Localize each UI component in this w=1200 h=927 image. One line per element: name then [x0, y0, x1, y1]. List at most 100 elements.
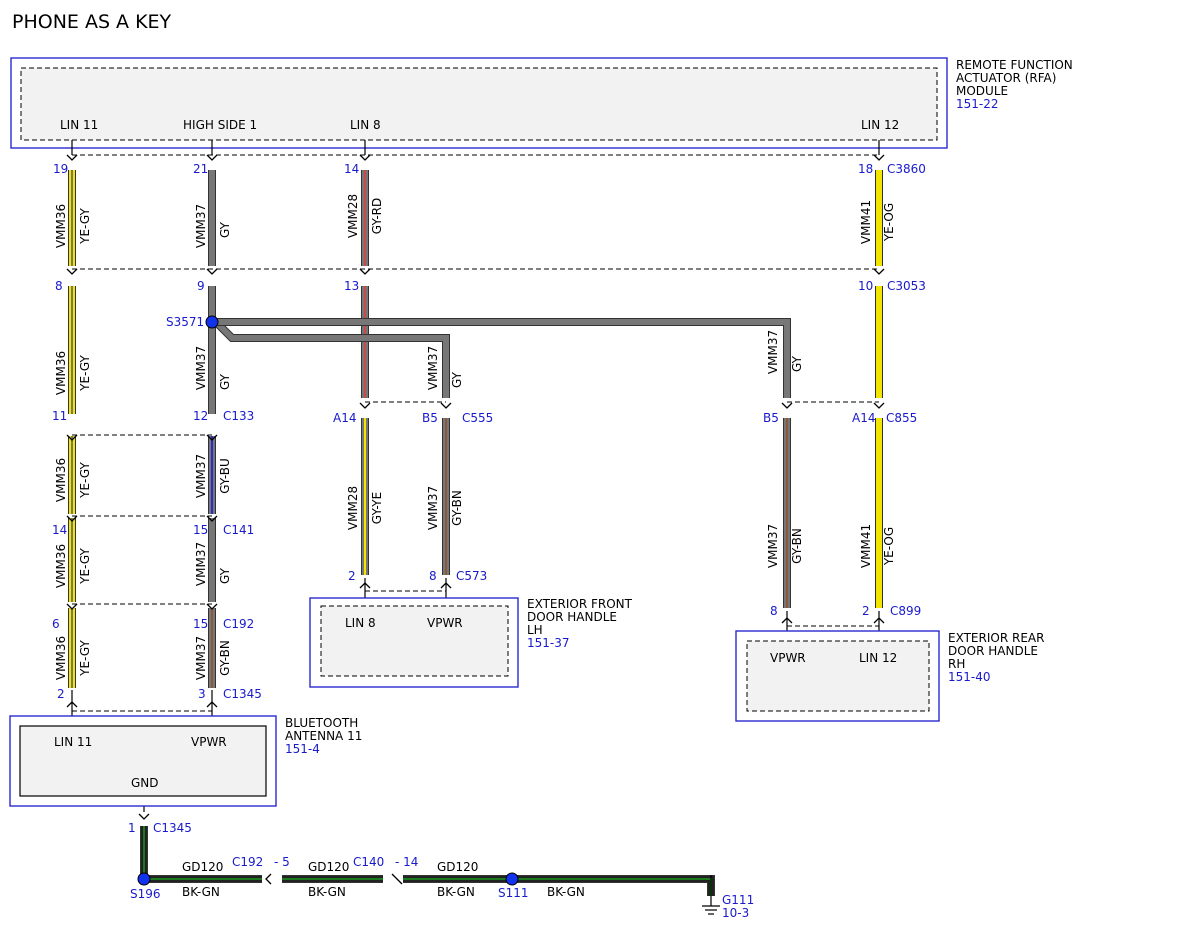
pin-number: 14 — [52, 523, 67, 537]
wire-color-label: GY — [218, 221, 232, 238]
rfa-pin-lin12: LIN 12 — [861, 118, 899, 132]
rfa-pin-high-side-1: HIGH SIDE 1 — [183, 118, 257, 132]
rfa-name-line1: REMOTE FUNCTION — [956, 58, 1073, 72]
connector-arrow-down — [206, 603, 218, 610]
rfa-name-line3: MODULE — [956, 84, 1008, 98]
wire-circuit-label: VMM37 — [766, 330, 780, 374]
pin-number: 11 — [52, 409, 67, 423]
pin-labels: 19 21 14 18 C3860 8 9 13 10 C3053 11 12 … — [52, 162, 926, 869]
connector-id: C141 — [223, 523, 254, 537]
rear-handle-pin-vpwr: VPWR — [770, 651, 806, 665]
connector-id: C899 — [890, 604, 921, 618]
rear-handle-name-line3: RH — [948, 657, 965, 671]
connector-arrow-up — [359, 582, 371, 589]
pin-number: - 5 — [274, 855, 290, 869]
connector-arrow-down — [206, 434, 218, 441]
splice-label-s3571: S3571 — [166, 315, 204, 329]
wire-circuit-label: VMM37 — [426, 346, 440, 390]
connector-id: C555 — [462, 411, 493, 425]
ground-wire-color: BK-GN — [182, 885, 220, 899]
connector-arrow-left — [265, 873, 272, 885]
wire-circuit-label: VMM36 — [54, 204, 68, 248]
splice-label-s111: S111 — [498, 886, 529, 900]
rfa-name-line2: ACTUATOR (RFA) — [956, 71, 1056, 85]
splice-dot-s111 — [505, 872, 519, 886]
wire-color-label: YE-GY — [78, 207, 92, 244]
connector-arrow-up — [66, 701, 78, 708]
connector-id: C573 — [456, 569, 487, 583]
connector-arrow-down — [138, 813, 150, 820]
bt-name-line2: ANTENNA 11 — [285, 729, 362, 743]
pin-number: A14 — [333, 411, 356, 425]
wire-color-label: YE-OG — [882, 203, 896, 242]
pin-number: B5 — [763, 411, 779, 425]
front-handle-name-line3: LH — [527, 623, 543, 637]
connector-arrow-down — [66, 603, 78, 610]
wire-color-label: YE-GY — [78, 461, 92, 498]
wire-vmm37-branch-front-outline — [213, 319, 450, 398]
wire-circuit-label: VMM28 — [346, 194, 360, 238]
bluetooth-antenna-module: LIN 11 VPWR GND BLUETOOTH ANTENNA 11 151… — [9, 715, 362, 807]
connector-arrow-down — [66, 434, 78, 441]
wire-color-label: GY — [218, 567, 232, 584]
connector-arrow-down — [440, 402, 452, 409]
rear-handle-ref: 151-40 — [948, 670, 991, 684]
bt-pin-gnd: GND — [131, 776, 159, 790]
wire-color-label: GY — [218, 373, 232, 390]
wire-color-label: YE-OG — [882, 527, 896, 566]
pin-number: 18 — [858, 162, 873, 176]
pin-number: 9 — [197, 279, 205, 293]
pin-number: 10 — [858, 279, 873, 293]
pin-number: 1 — [128, 821, 136, 835]
front-handle-name-line2: DOOR HANDLE — [527, 610, 617, 624]
connector-arrow-down — [66, 154, 78, 161]
wire-circuit-label: VMM36 — [54, 544, 68, 588]
splice-dot-s3571 — [205, 315, 219, 329]
splice-layer — [137, 315, 519, 886]
ground-wire-color: BK-GN — [437, 885, 475, 899]
ground-wire-color: BK-GN — [547, 885, 585, 899]
pin-number: 19 — [53, 162, 68, 176]
wire-vmm37-branch-rear — [216, 319, 790, 398]
pin-number: 15 — [193, 617, 208, 631]
wire-color-label: GY — [790, 355, 804, 372]
connector-arrow-down — [873, 154, 885, 161]
wire-color-label: GY-BN — [218, 640, 232, 676]
wire-color-label: YE-GY — [78, 639, 92, 676]
connector-id: C3860 — [887, 162, 926, 176]
wire-vmm37-branch-rear-outline — [216, 318, 791, 398]
connector-arrow-down — [359, 402, 371, 409]
connector-id: C855 — [886, 411, 917, 425]
bt-pin-vpwr: VPWR — [191, 735, 227, 749]
ground-ref: 10-3 — [722, 906, 749, 920]
wire-color-label: GY-YE — [370, 492, 384, 524]
rear-handle-name-line2: DOOR HANDLE — [948, 644, 1038, 658]
connector-arrow-down — [873, 402, 885, 409]
wire-color-label: YE-GY — [78, 547, 92, 584]
connector-arrow-up — [206, 701, 218, 708]
wire-color-label: GY-BN — [790, 528, 804, 564]
connector-id: C133 — [223, 409, 254, 423]
wire-color-label: GY-BU — [218, 458, 232, 494]
pin-number: 15 — [193, 523, 208, 537]
connector-arrow-right — [391, 873, 403, 885]
wire-circuit-label: VMM36 — [54, 458, 68, 502]
front-handle-name-line1: EXTERIOR FRONT — [527, 597, 633, 611]
wire-color-label: GY — [450, 371, 464, 388]
pin-number: 6 — [52, 617, 60, 631]
pin-number: B5 — [422, 411, 438, 425]
connector-arrow-down — [206, 268, 218, 275]
wire-circuit-label: VMM36 — [54, 636, 68, 680]
connector-id: C192 — [223, 617, 254, 631]
connector-arrow-down — [359, 154, 371, 161]
page-title: PHONE AS A KEY — [12, 11, 172, 33]
wire-circuit-label: VMM37 — [194, 454, 208, 498]
connector-arrow-down — [66, 268, 78, 275]
wire-circuit-label: VMM36 — [54, 351, 68, 395]
connector-arrow-down — [206, 515, 218, 522]
connector-id: C192 — [232, 855, 263, 869]
pin-number: 2 — [862, 604, 870, 618]
connector-arrow-down — [359, 268, 371, 275]
connector-arrow-down — [66, 515, 78, 522]
rfa-pin-lin8: LIN 8 — [350, 118, 381, 132]
